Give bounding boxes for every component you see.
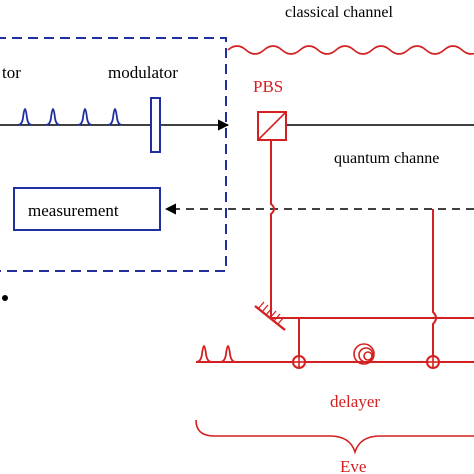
eve-label: Eve (340, 457, 366, 474)
pbs-diagonal (257, 111, 287, 141)
eve-vertical-line-right (432, 209, 437, 362)
pulse-1 (17, 108, 33, 126)
classical-channel-wave (227, 45, 474, 55)
alice-dashed-box (0, 37, 227, 272)
eve-brace (195, 419, 474, 455)
left-dot (2, 295, 8, 301)
eve-vertical-line-left (270, 140, 275, 318)
delay-coil (353, 343, 375, 365)
red-pulse-1 (195, 345, 213, 363)
mirror-hatching (257, 301, 285, 325)
delayer-label: delayer (330, 392, 380, 411)
pulse-2 (45, 108, 61, 126)
measurement-box (13, 187, 161, 231)
coupler-left (292, 355, 306, 369)
generator-label: tor (2, 63, 21, 82)
quantum-channel-label: quantum channe (334, 150, 439, 167)
coupler-right (426, 355, 440, 369)
modulator-element (150, 97, 161, 153)
pulse-3 (77, 108, 93, 126)
pbs-label: PBS (253, 77, 283, 96)
modulator-label: modulator (108, 63, 178, 82)
pulse-4 (107, 108, 123, 126)
red-pulse-2 (219, 345, 237, 363)
measurement-label: measurement (28, 201, 119, 220)
classical-channel-label: classical channel (285, 4, 394, 21)
